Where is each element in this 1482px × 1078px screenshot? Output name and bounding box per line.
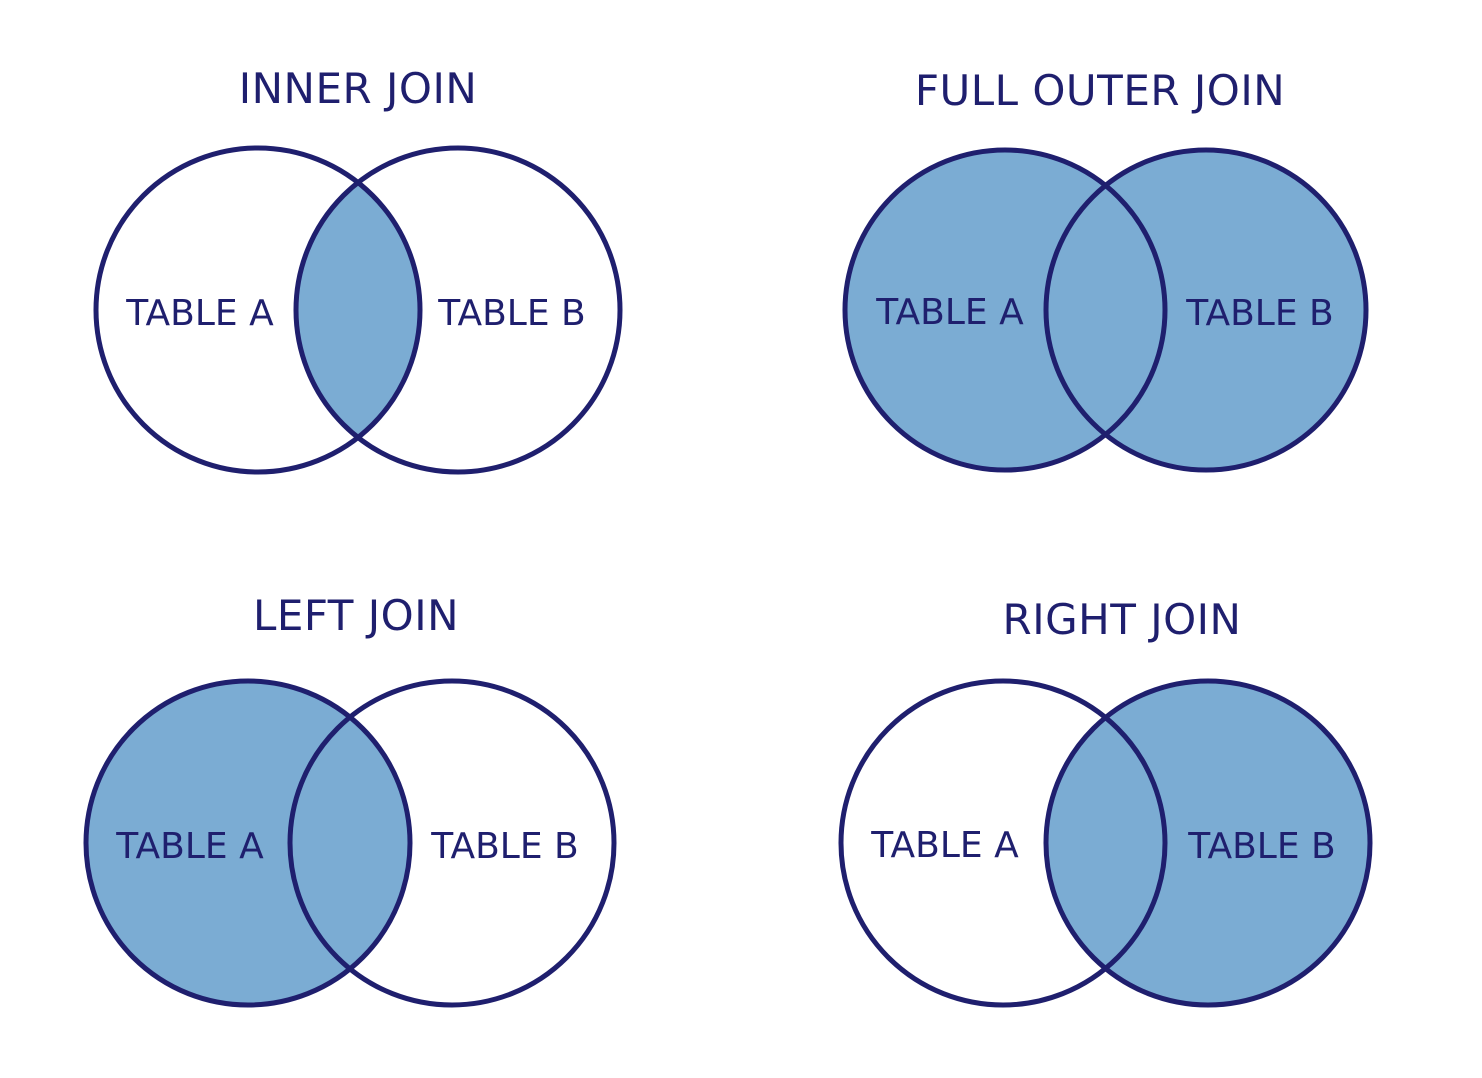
left-join-circle-a: [83, 678, 413, 1008]
left-join-circle-a-fill: [86, 681, 410, 1005]
full-outer-join-circle-a: [842, 147, 1168, 473]
full-outer-join-label-a: TABLE A: [875, 292, 1024, 333]
full-outer-join-title: FULL OUTER JOIN: [915, 66, 1285, 115]
right-join-circle-a: [838, 678, 1168, 1008]
left-join-label-b: TABLE B: [430, 826, 578, 867]
right-join-label-a: TABLE A: [870, 825, 1019, 866]
right-join-diagram: RIGHT JOIN TABLE A TABLE B: [838, 595, 1373, 1008]
right-join-circle-b: [1043, 678, 1373, 1008]
left-join-title: LEFT JOIN: [253, 591, 459, 640]
full-outer-join-label-b: TABLE B: [1185, 293, 1333, 334]
inner-join-circle-a: [93, 145, 423, 475]
left-join-diagram: LEFT JOIN TABLE A TABLE B: [83, 591, 617, 1008]
inner-join-label-a: TABLE A: [125, 293, 274, 334]
inner-join-title: INNER JOIN: [239, 64, 478, 113]
left-join-circle-b: [287, 678, 617, 1008]
right-join-title: RIGHT JOIN: [1003, 595, 1242, 644]
inner-join-label-b: TABLE B: [437, 293, 585, 334]
full-outer-join-circle-b: [1043, 147, 1369, 473]
inner-join-circle-b: [293, 145, 623, 475]
inner-join-intersection-fill: [296, 148, 420, 472]
full-outer-join-diagram: FULL OUTER JOIN TABLE A TABLE B: [842, 66, 1369, 473]
right-join-label-b: TABLE B: [1187, 826, 1335, 867]
inner-join-diagram: INNER JOIN TABLE A TABLE B: [93, 64, 623, 475]
left-join-label-a: TABLE A: [115, 826, 264, 867]
right-join-circle-b-fill: [1046, 681, 1370, 1005]
full-outer-join-circle-b-fill: [1046, 150, 1366, 470]
